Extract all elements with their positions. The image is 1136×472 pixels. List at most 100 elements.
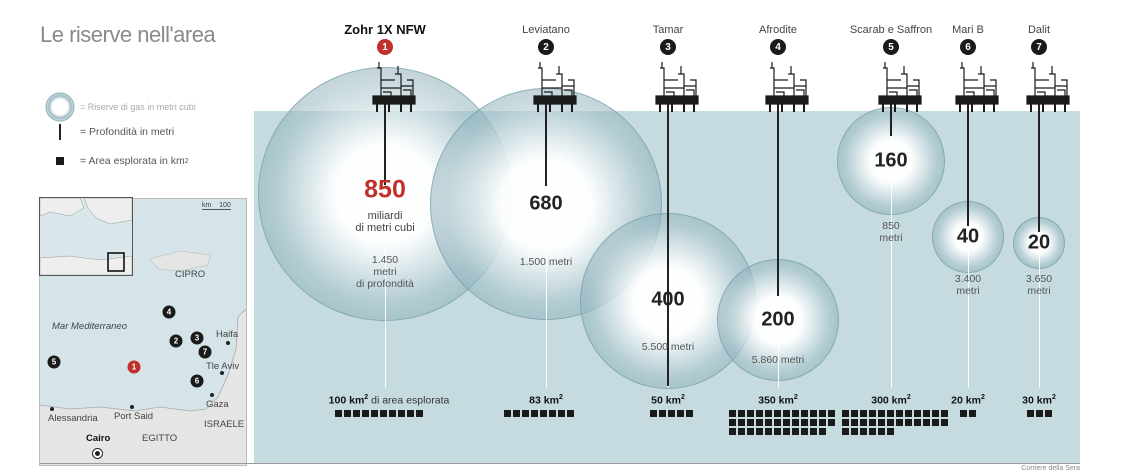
area-square [819,419,826,426]
page-title: Le riserve nell'area [40,22,216,47]
area-square [878,419,885,426]
rig-icon-2 [530,60,578,117]
site-name-4: Afrodite [759,24,797,36]
reserve-value-6: 40 [956,225,980,248]
area-square [810,428,817,435]
area-extra-1: di area esplorata [368,394,450,407]
gas-circle-icon [40,92,80,122]
area-sup-2: 2 [558,394,563,401]
area-square [792,428,799,435]
map-scale-value: 100 [219,202,231,209]
map-label-cipro: CIPRO [175,269,206,280]
area-square [756,410,763,417]
map-badge-5: 5 [47,355,61,369]
map-label-israele: ISRAELE [204,419,245,430]
area-square [650,410,657,417]
site-name-2: Leviatano [522,24,570,36]
area-square [1027,410,1034,417]
map-badge-6: 6 [190,374,204,388]
depth-label-4: 5.860 metri [751,354,805,366]
site-badge-7: 7 [1031,39,1047,55]
area-square [362,410,369,417]
area-square [801,428,808,435]
legend-circle: = Riserve di gas in metri cubi [40,92,196,122]
area-square [851,419,858,426]
source-credit: Corriere della Sera [1021,465,1080,472]
locator-shape [40,198,132,275]
area-square [842,428,849,435]
area-square [941,419,948,426]
depth-line-icon [40,124,80,140]
map-label-egitto: EGITTO [142,433,178,444]
depth-line-3 [667,100,669,386]
area-sup-3: 2 [680,394,685,401]
site-badge-1: 1 [377,39,393,55]
area-square [878,428,885,435]
city-dot-port-said [130,405,134,409]
area-square [969,410,976,417]
area-label-2: 83 km2 [529,394,563,407]
area-square [504,410,511,417]
site-badge-6: 6 [960,39,976,55]
area-label-5: 300 km2 [871,394,911,407]
legend-line-label: = Profondità in metri [80,126,175,138]
area-label-1: 100 km2 di area esplorata [328,394,450,407]
area-square [783,419,790,426]
area-square [842,410,849,417]
area-squares-6 [960,410,976,417]
city-dot-gaza [210,393,214,397]
area-sup-5: 2 [906,394,911,401]
area-square [914,410,921,417]
area-square [756,428,763,435]
area-sup-6: 2 [980,394,985,401]
legend-square-label: = Area esplorata in km [80,155,185,167]
area-square [887,410,894,417]
map-label-gaza: Gaza [206,399,229,410]
area-square [887,428,894,435]
area-square [549,410,556,417]
area-square [801,410,808,417]
area-square [407,410,414,417]
rig-icon-7 [1023,60,1071,117]
site-name-5: Scarab e Saffron [849,24,933,36]
region-map: CIPRO Mar Mediterraneo Haifa Tle Aviv Ga… [39,198,247,466]
area-square [558,410,565,417]
area-square [828,419,835,426]
area-square [756,419,763,426]
map-label-port-said: Port Said [114,411,154,422]
reserve-value-3: 400 [651,288,685,311]
depth-line-5 [890,100,892,136]
depth-guide-5 [891,136,892,388]
site-name-3: Tamar [652,24,684,36]
area-square [344,410,351,417]
area-square [914,419,921,426]
area-sup-4: 2 [793,394,798,401]
map-badge-1: 1 [127,360,141,374]
area-square [747,428,754,435]
area-square [932,419,939,426]
area-square [819,428,826,435]
depth-label-3: 5.500 metri [641,341,695,353]
area-sup-1: 2 [364,394,369,401]
depth-guide-4 [778,296,779,388]
area-square [774,410,781,417]
site-name-6: Mari B [952,24,984,36]
map-label-cairo: Cairo [86,433,111,444]
depth-line-6 [967,100,969,226]
area-square [765,419,772,426]
city-dot-haifa [226,341,230,345]
area-square [738,419,745,426]
depth-guide-7 [1039,232,1040,388]
map-badge-7: 7 [198,345,212,359]
depth-label-2: 1.500 metri [519,256,573,268]
site-badge-3: 3 [660,39,676,55]
depth-guide-3 [668,386,669,388]
area-square [389,410,396,417]
area-square [941,410,948,417]
area-squares-7 [1027,410,1052,417]
area-square [765,428,772,435]
depth-guide-1 [385,185,386,388]
